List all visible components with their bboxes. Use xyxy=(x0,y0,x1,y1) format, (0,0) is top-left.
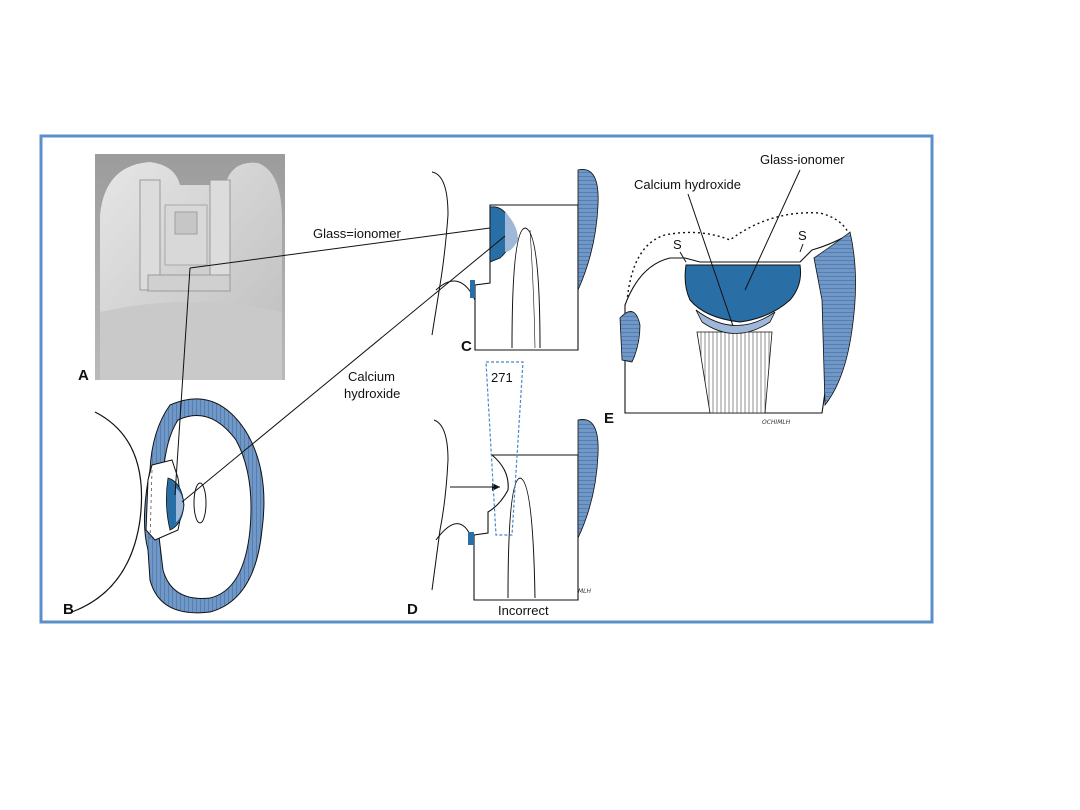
panel-letter-d: D xyxy=(407,601,418,618)
panel-letter-c: C xyxy=(461,338,472,355)
panel-letter-b: B xyxy=(63,601,74,618)
label-s-right: S xyxy=(798,228,807,243)
panel-e-diagram: OCHIMLH xyxy=(619,212,856,426)
label-s-left: S xyxy=(673,237,682,252)
panel-c-diagram xyxy=(431,169,599,351)
panel-b-diagram xyxy=(71,398,265,614)
panel-letter-e: E xyxy=(604,410,614,427)
page-number: 271 xyxy=(491,370,513,385)
leader-lines xyxy=(174,169,804,503)
label-calcium-line2: hydroxide xyxy=(344,386,400,401)
incorrect-label: Incorrect xyxy=(498,603,549,618)
label-glass-ionomer: Glass=ionomer xyxy=(313,226,401,241)
svg-text:OCHIMLH: OCHIMLH xyxy=(762,419,791,426)
panel-d-diagram: MLH xyxy=(431,419,599,601)
svg-text:MLH: MLH xyxy=(578,588,592,595)
page-number-box: 271 xyxy=(485,361,524,536)
panel-a-photo xyxy=(95,154,285,380)
label-glass-ionomer-e: Glass-ionomer xyxy=(760,152,845,167)
label-calcium-hydroxide-e: Calcium hydroxide xyxy=(634,177,741,192)
label-calcium-line1: Calcium xyxy=(348,369,395,384)
panel-letter-a: A xyxy=(78,367,89,384)
